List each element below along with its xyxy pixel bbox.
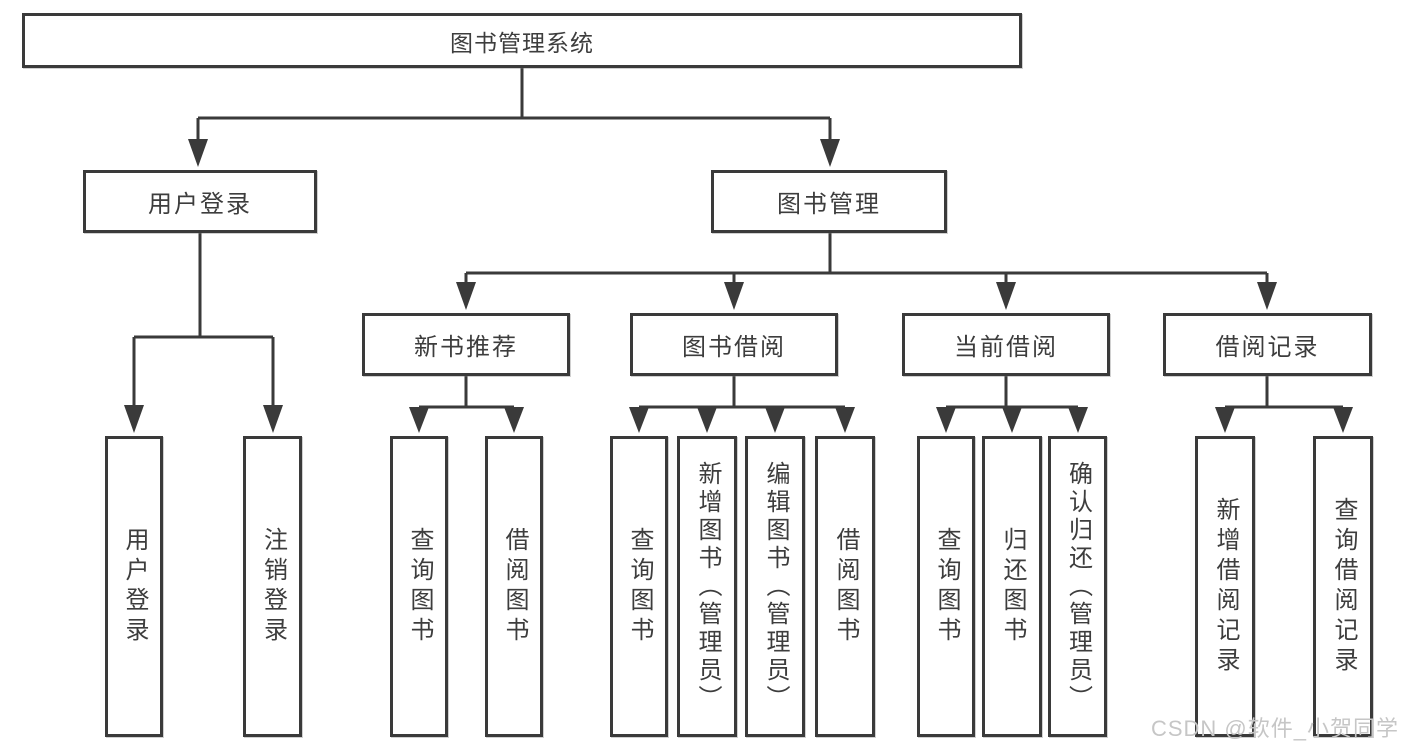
leaf-user-login: 用户登录 bbox=[105, 436, 163, 737]
leaf-query-borrow-record: 查询借阅记录 bbox=[1313, 436, 1373, 737]
node-current-borrowing: 当前借阅 bbox=[902, 313, 1110, 376]
leaf-return-book: 归还图书 bbox=[982, 436, 1042, 737]
node-book-borrowing: 图书借阅 bbox=[630, 313, 838, 376]
node-book-management: 图书管理 bbox=[711, 170, 947, 233]
node-library-management-system: 图书管理系统 bbox=[22, 13, 1022, 68]
leaf-query-books-current: 查询图书 bbox=[917, 436, 975, 737]
node-user-login: 用户登录 bbox=[83, 170, 317, 233]
leaf-confirm-return-admin: 确认归还（管理员） bbox=[1048, 436, 1107, 737]
leaf-borrow-books-recommend: 借阅图书 bbox=[485, 436, 543, 737]
watermark: CSDN @软件_小贺同学 bbox=[1150, 716, 1399, 741]
leaf-add-borrow-record: 新增借阅记录 bbox=[1195, 436, 1255, 737]
leaf-query-books-recommend: 查询图书 bbox=[390, 436, 448, 737]
leaf-borrow-books: 借阅图书 bbox=[815, 436, 875, 737]
leaf-edit-book-admin: 编辑图书（管理员） bbox=[745, 436, 805, 737]
leaf-query-books-borrow: 查询图书 bbox=[610, 436, 668, 737]
leaf-logout: 注销登录 bbox=[243, 436, 302, 737]
node-borrowing-records: 借阅记录 bbox=[1163, 313, 1372, 376]
leaf-add-book-admin: 新增图书（管理员） bbox=[677, 436, 737, 737]
node-new-book-recommendation: 新书推荐 bbox=[362, 313, 570, 376]
